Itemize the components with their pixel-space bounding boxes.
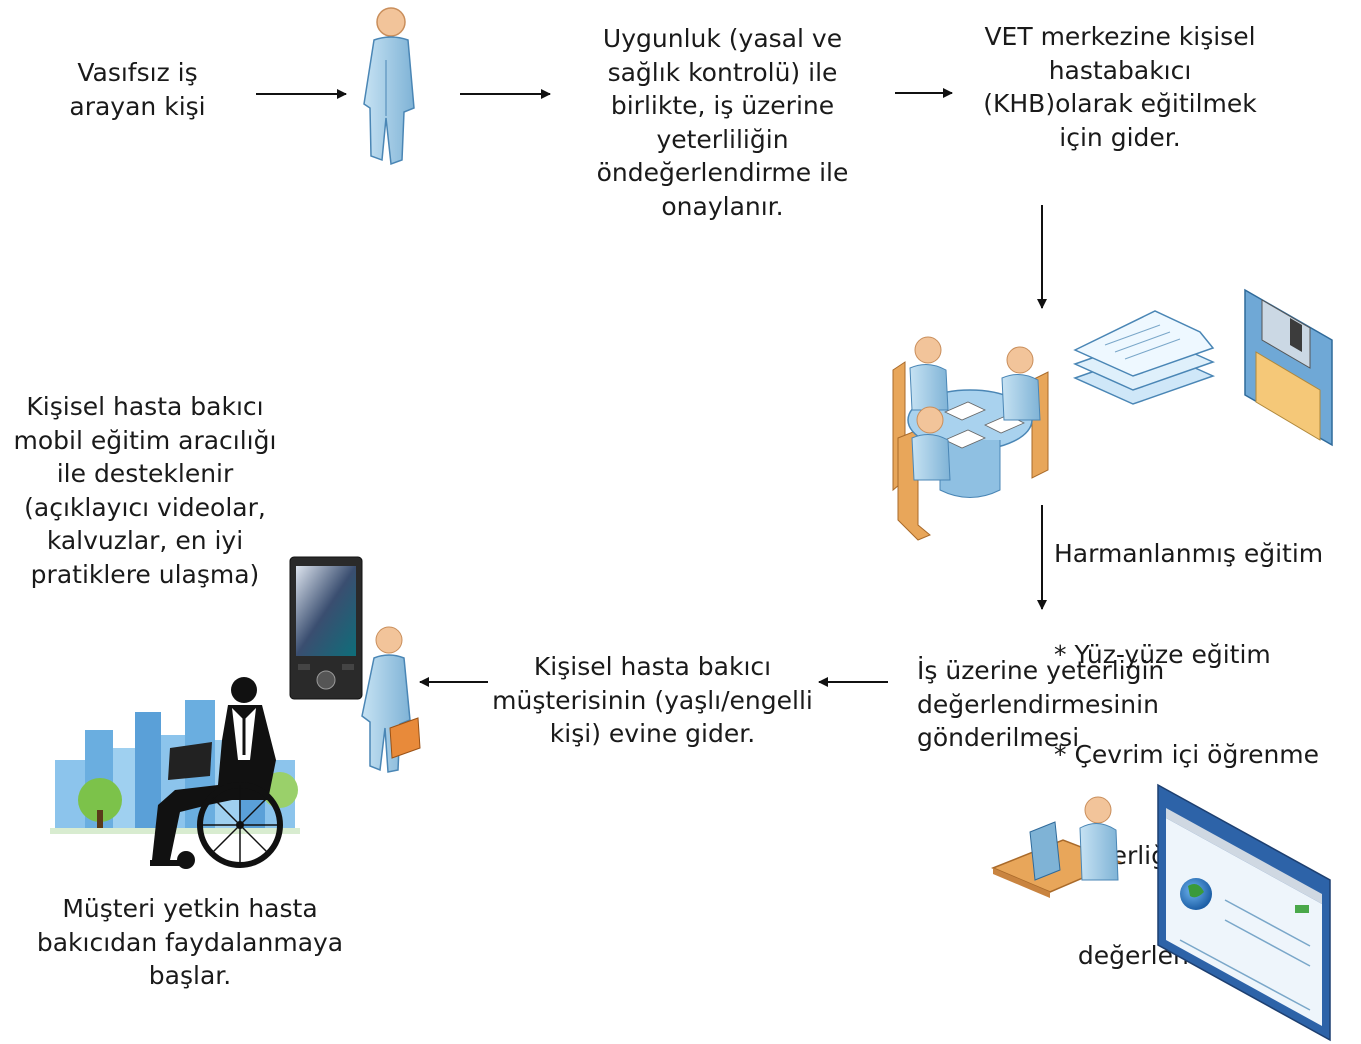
text-line: değerlendirmesinin xyxy=(917,689,1159,719)
smartphone-icon xyxy=(289,556,363,700)
step-goes-home-text: Kişisel hasta bakıcı müşterisinin (yaşlı… xyxy=(480,650,825,751)
text-line: mobil eğitim aracılığı xyxy=(13,425,277,455)
text-line: hastabakıcı xyxy=(1048,55,1192,85)
web-browser-icon xyxy=(1157,783,1331,1042)
text-line: Kişisel hasta bakıcı xyxy=(26,392,264,421)
text-line: Vasıfsız iş xyxy=(77,58,198,87)
text-line: gönderilmesi xyxy=(917,723,1080,752)
text-line: ile desteklenir xyxy=(56,459,234,488)
text-line: arayan kişi xyxy=(69,91,206,121)
text-line: (KHB)olarak eğitilmek xyxy=(983,89,1257,118)
text-line: sağlık kontrolü) ile xyxy=(607,57,838,87)
text-line: kalvuzlar, en iyi xyxy=(46,526,244,555)
step-benefit-text: Müşteri yetkin hasta bakıcıdan faydalanm… xyxy=(20,892,360,993)
person-icon xyxy=(363,7,415,166)
step-mobile-support-text: Kişisel hasta bakıcı mobil eğitim aracıl… xyxy=(0,390,290,591)
text-line: Müşteri yetkin hasta xyxy=(62,894,318,923)
meeting-table-icon xyxy=(892,336,1049,541)
text-line: Uygunluk (yasal ve xyxy=(602,24,843,53)
text-line: onaylanır. xyxy=(661,191,784,221)
text-line: öndeğerlendirme ile xyxy=(596,158,849,187)
step-eligibility-text: Uygunluk (yasal ve sağlık kontrolü) ile … xyxy=(570,22,875,223)
text-line: VET merkezine kişisel xyxy=(984,22,1256,51)
caregiver-briefcase-icon xyxy=(361,626,421,773)
text-line: yeterliliğin xyxy=(656,124,789,154)
text-line: (açıklayıcı videolar, xyxy=(24,492,266,522)
floppy-disk-icon xyxy=(1244,288,1333,447)
text-line: müşterisinin (yaşlı/engelli xyxy=(492,685,813,715)
step-job-seeker-text: Vasıfsız iş arayan kişi xyxy=(40,56,235,123)
text-line: Kişisel hasta bakıcı xyxy=(533,652,772,681)
text-line: başlar. xyxy=(148,961,232,990)
text-line: birlikte, iş üzerine xyxy=(610,91,835,120)
text-line: İş üzerine yeterliğin xyxy=(917,656,1165,685)
text-line: * Yüz-yüze eğitim xyxy=(1054,639,1271,669)
text-line: bakıcıdan faydalanmaya xyxy=(36,927,344,957)
step-submission-text: İş üzerine yeterliğin değerlendirmesinin… xyxy=(917,654,1207,755)
text-line: için gider. xyxy=(1059,122,1181,152)
step-vet-center-text: VET merkezine kişisel hastabakıcı (KHB)o… xyxy=(950,20,1290,154)
documents-icon xyxy=(1072,310,1216,405)
computer-user-icon xyxy=(991,796,1122,898)
text-line: Harmanlanmış eğitim xyxy=(1054,539,1324,568)
text-line: * Çevrim içi öğrenme xyxy=(1054,740,1320,769)
text-line: kişi) evine gider. xyxy=(549,719,756,748)
text-line: pratiklere ulaşma) xyxy=(30,559,260,589)
wheelchair-user-city-icon xyxy=(50,677,300,869)
